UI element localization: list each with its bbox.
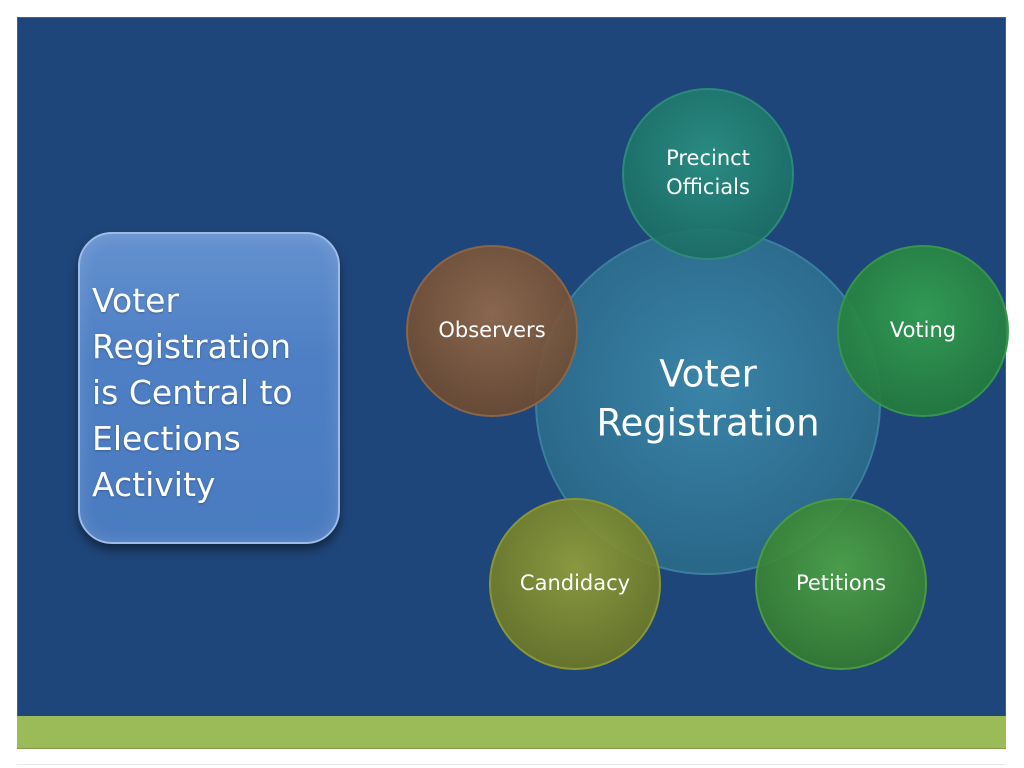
- callout-line: Registration: [92, 327, 291, 366]
- center-label-line: Registration: [596, 402, 819, 445]
- node-observers: Observers: [406, 245, 578, 417]
- node-voting: Voting: [837, 245, 1009, 417]
- footer-accent-bar: [17, 716, 1006, 749]
- petitions-circle: [755, 498, 927, 670]
- center-label-line: Voter: [659, 353, 757, 396]
- voting-label: Voting: [890, 318, 956, 342]
- center-node: Voter Registration: [535, 229, 881, 575]
- callout-text: Voter Registration is Central to Electio…: [92, 278, 328, 508]
- candidacy-label: Candidacy: [520, 571, 630, 595]
- callout-line: Voter: [92, 281, 180, 320]
- observers-circle: [406, 245, 578, 417]
- voting-circle: [837, 245, 1009, 417]
- bottom-divider: [17, 764, 1006, 765]
- callout-box: Voter Registration is Central to Electio…: [78, 232, 340, 544]
- callout-line: Activity: [92, 465, 216, 504]
- callout-line: is Central to: [92, 373, 293, 412]
- node-candidacy: Candidacy: [489, 498, 661, 670]
- callout-line: Elections: [92, 419, 241, 458]
- observers-label: Observers: [438, 318, 545, 342]
- precinct-officials-circle: [622, 88, 794, 260]
- node-precinct-officials: Precinct Officials: [622, 88, 794, 260]
- candidacy-circle: [489, 498, 661, 670]
- precinct-officials-label-line: Officials: [666, 175, 750, 199]
- precinct-officials-label-line: Precinct: [666, 146, 750, 170]
- node-petitions: Petitions: [755, 498, 927, 670]
- petitions-label: Petitions: [796, 571, 886, 595]
